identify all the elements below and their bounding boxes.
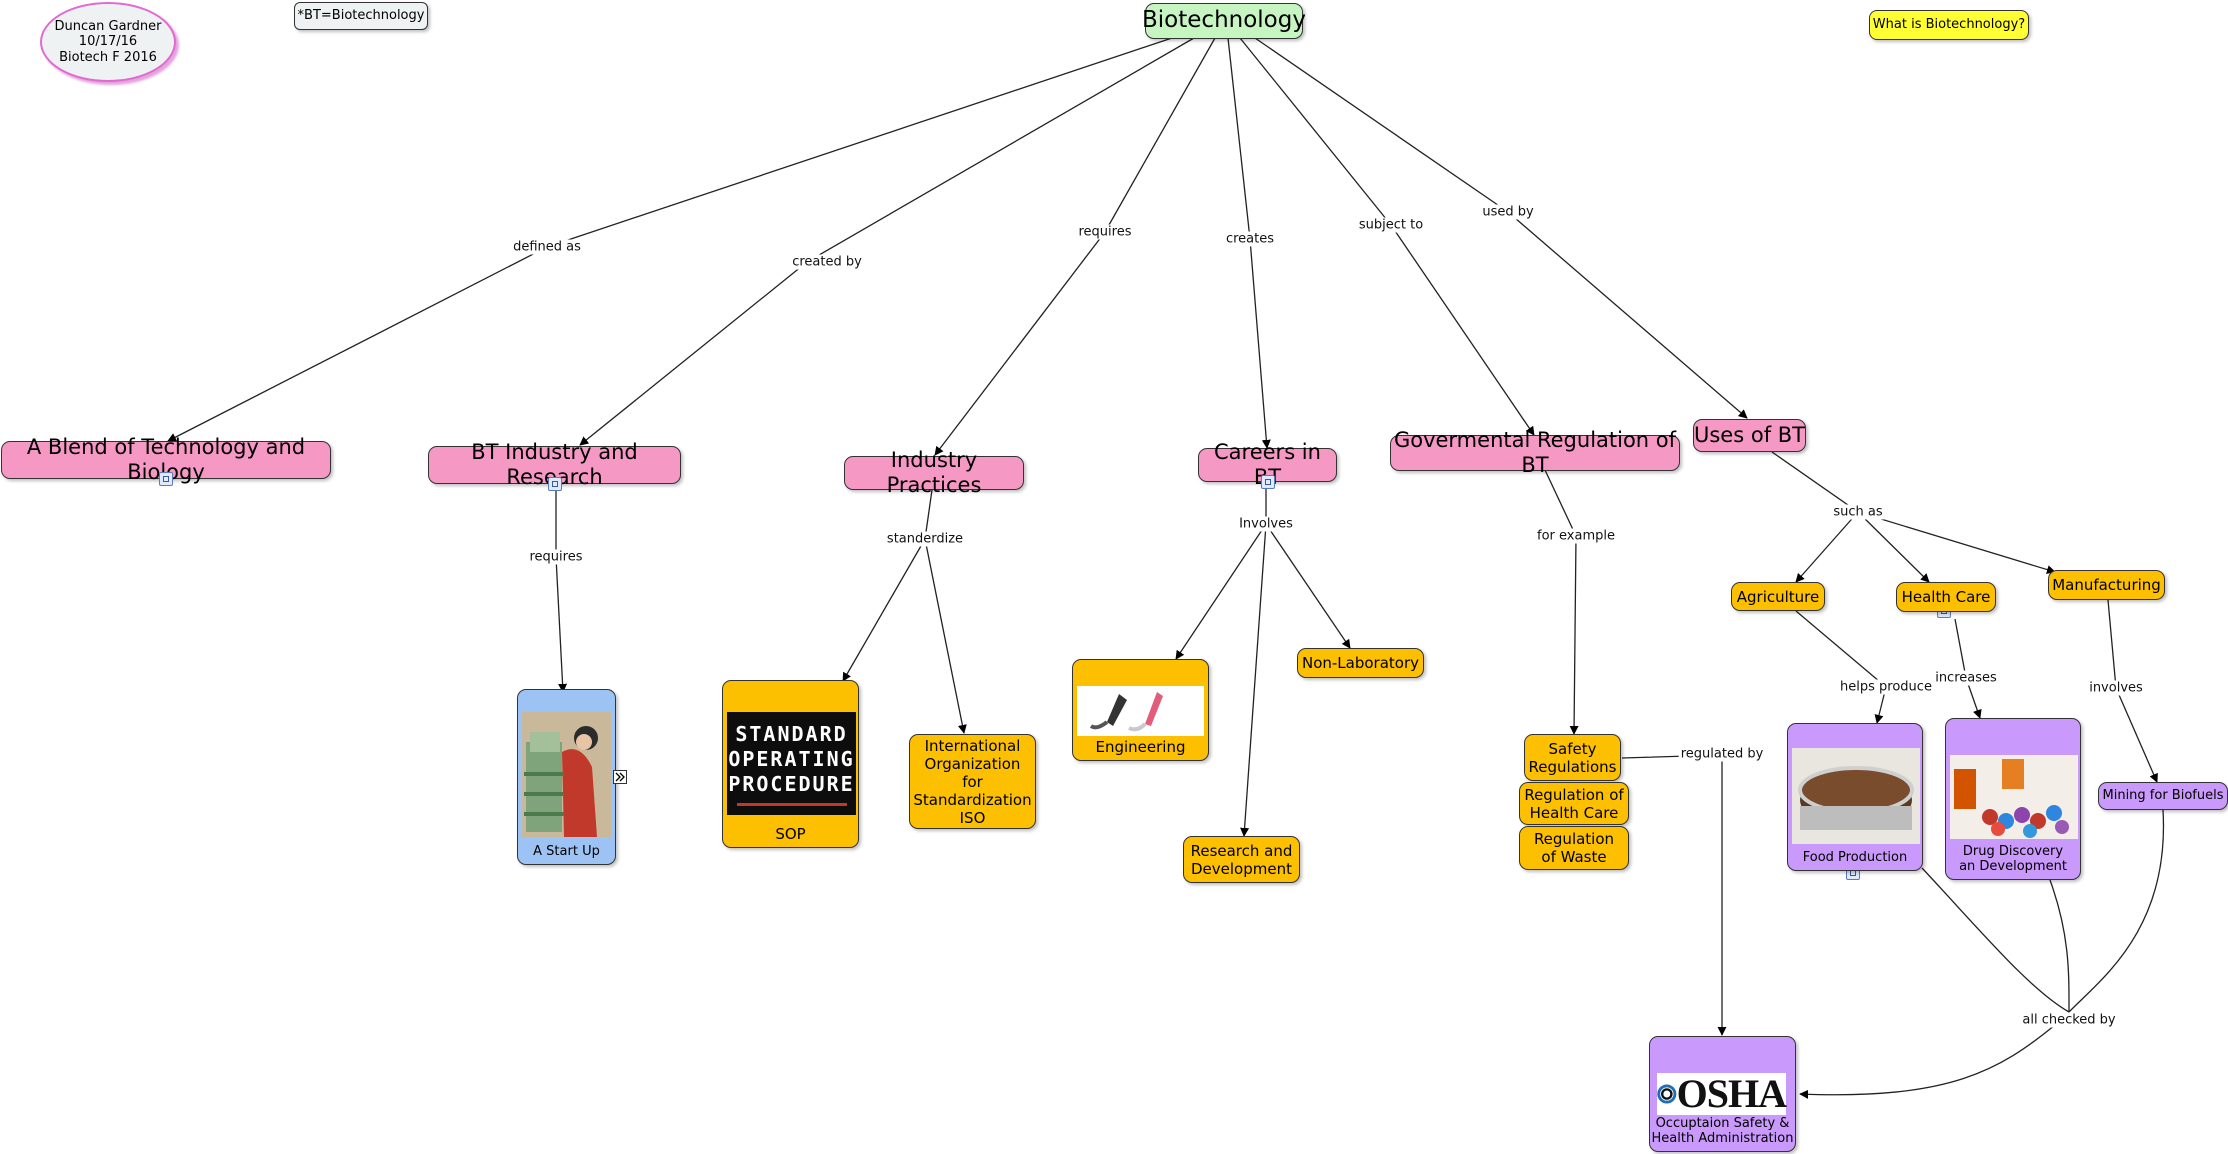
link-line (2107, 599, 2117, 689)
link-line (1227, 37, 1251, 240)
drug-discovery-image (1950, 755, 2078, 839)
leaf-health-care[interactable]: Health Care (1896, 582, 1996, 612)
leaf-osha[interactable]: OSHA Occuptaion Safety & Health Administ… (1649, 1036, 1796, 1152)
sop-label: SOP (775, 825, 806, 843)
link-label-involves: involves (2087, 680, 2145, 696)
resource-icon[interactable] (159, 472, 173, 486)
sop-sign-line-1: STANDARD (735, 721, 848, 746)
link-label-for-example: for example (1535, 528, 1617, 544)
question-note: What is Biotechnology? (1869, 10, 2029, 40)
sop-sign-line-3: PROCEDURE (728, 771, 855, 796)
leaf-agriculture[interactable]: Agriculture (1731, 582, 1825, 611)
link-line (924, 489, 933, 540)
osha-label: Occuptaion Safety & Health Administratio… (1651, 1115, 1794, 1147)
leaf-regulation-health-care[interactable]: Regulation of Health Care (1519, 782, 1629, 825)
osha-logo: OSHA (1657, 1071, 1787, 1116)
link-line (1175, 523, 1267, 660)
osha-swoosh-icon (1657, 1084, 1677, 1104)
link-line (1569, 535, 1579, 735)
leaf-start-up[interactable]: A Start Up (517, 689, 616, 865)
leaf-regulation-waste[interactable]: Regulation of Waste (1519, 826, 1629, 870)
link-line (1507, 211, 1748, 419)
link-line (842, 538, 926, 682)
link-line (1954, 618, 1967, 679)
link-line (1771, 451, 1859, 513)
link-line (1857, 511, 1930, 583)
link-label-increases: increases (1933, 670, 1999, 686)
link-line (1239, 37, 1392, 226)
leaf-safety-regulations[interactable]: Safety Regulations (1524, 734, 1621, 781)
link-label-subject-to: subject to (1356, 217, 1426, 233)
link-line (2115, 687, 2158, 783)
engineering-label: Engineering (1095, 738, 1186, 756)
link-line (546, 37, 1173, 248)
leaf-mining-biofuels[interactable]: Mining for Biofuels (2098, 782, 2228, 810)
link-label-standerdize: standerdize (884, 531, 966, 547)
link-label-all-checked-by: all checked by (2020, 1012, 2118, 1028)
link-label-requires-2: requires (527, 549, 585, 565)
link-line (1921, 867, 2070, 1013)
leaf-drug-discovery[interactable]: Drug Discovery an Development (1945, 718, 2081, 880)
concept-uses[interactable]: Uses of BT (1693, 419, 1806, 452)
link-line (1249, 238, 1271, 449)
link-label-such-as: such as (1831, 504, 1885, 520)
leaf-manufacturing[interactable]: Manufacturing (2048, 570, 2165, 600)
link-label-creates: creates (1223, 231, 1277, 247)
startup-image (522, 712, 611, 837)
leaf-research-development[interactable]: Research and Development (1183, 836, 1300, 883)
link-line (579, 261, 808, 446)
food-production-label: Food Production (1802, 850, 1908, 866)
link-label-helps-produce: helps produce (1838, 679, 1934, 695)
leaf-sop[interactable]: STANDARD OPERATING PROCEDURE SOP (722, 680, 859, 848)
author-name: Duncan Gardner (54, 18, 162, 34)
leaf-food-production[interactable]: Food Production (1787, 723, 1923, 871)
abbreviation-note: *BT=Biotechnology (294, 2, 428, 30)
link-label-involves-careers: Involves (1237, 516, 1295, 532)
author-course: Biotech F 2016 (59, 49, 157, 65)
leaf-engineering[interactable]: Engineering (1072, 659, 1209, 761)
resource-icon[interactable] (1261, 475, 1275, 489)
link-line (2049, 879, 2070, 1013)
expand-arrow-icon[interactable] (613, 770, 627, 784)
link-line (1390, 224, 1535, 436)
author-date: 10/17/16 (78, 34, 138, 50)
link-label-requires: requires (1076, 224, 1134, 240)
drug-discovery-label: Drug Discovery an Development (1959, 843, 2067, 875)
sop-sign-underline (736, 802, 847, 806)
link-line (167, 246, 548, 442)
leaf-non-laboratory[interactable]: Non-Laboratory (1297, 648, 1424, 678)
link-line (2068, 809, 2165, 1013)
link-line (1799, 1024, 2056, 1099)
engineering-image (1077, 686, 1204, 736)
link-label-regulated-by: regulated by (1678, 746, 1766, 762)
resource-icon[interactable] (548, 477, 562, 491)
link-line (1795, 610, 1887, 688)
link-label-defined-as: defined as (511, 239, 583, 255)
link-label-created-by: created by (790, 254, 864, 270)
sop-sign-line-2: OPERATING (728, 746, 855, 771)
link-line (1254, 37, 1509, 213)
osha-logo-text: OSHA (1676, 1071, 1787, 1116)
link-label-used-by: used by (1480, 204, 1536, 220)
leaf-iso[interactable]: International Organization for Standardi… (909, 734, 1036, 829)
link-line (1621, 754, 1727, 1036)
concept-gov-regulation[interactable]: Govermental Regulation of BT (1390, 428, 1680, 477)
link-line (806, 37, 1195, 263)
link-line (1240, 523, 1267, 837)
link-line (555, 556, 568, 693)
link-line (924, 538, 967, 734)
concept-industry-practices[interactable]: Industry Practices (844, 448, 1024, 497)
link-line (934, 231, 1106, 456)
link-line (1795, 511, 1859, 583)
sop-sign: STANDARD OPERATING PROCEDURE (727, 712, 856, 815)
food-production-image (1792, 748, 1920, 844)
link-line (1265, 523, 1351, 649)
root-concept[interactable]: Biotechnology (1142, 3, 1306, 39)
link-line (1104, 37, 1216, 233)
link-line (1544, 469, 1577, 537)
link-line (1857, 511, 2056, 574)
author-note: Duncan Gardner 10/17/16 Biotech F 2016 (40, 2, 176, 82)
start-up-label: A Start Up (533, 844, 600, 860)
